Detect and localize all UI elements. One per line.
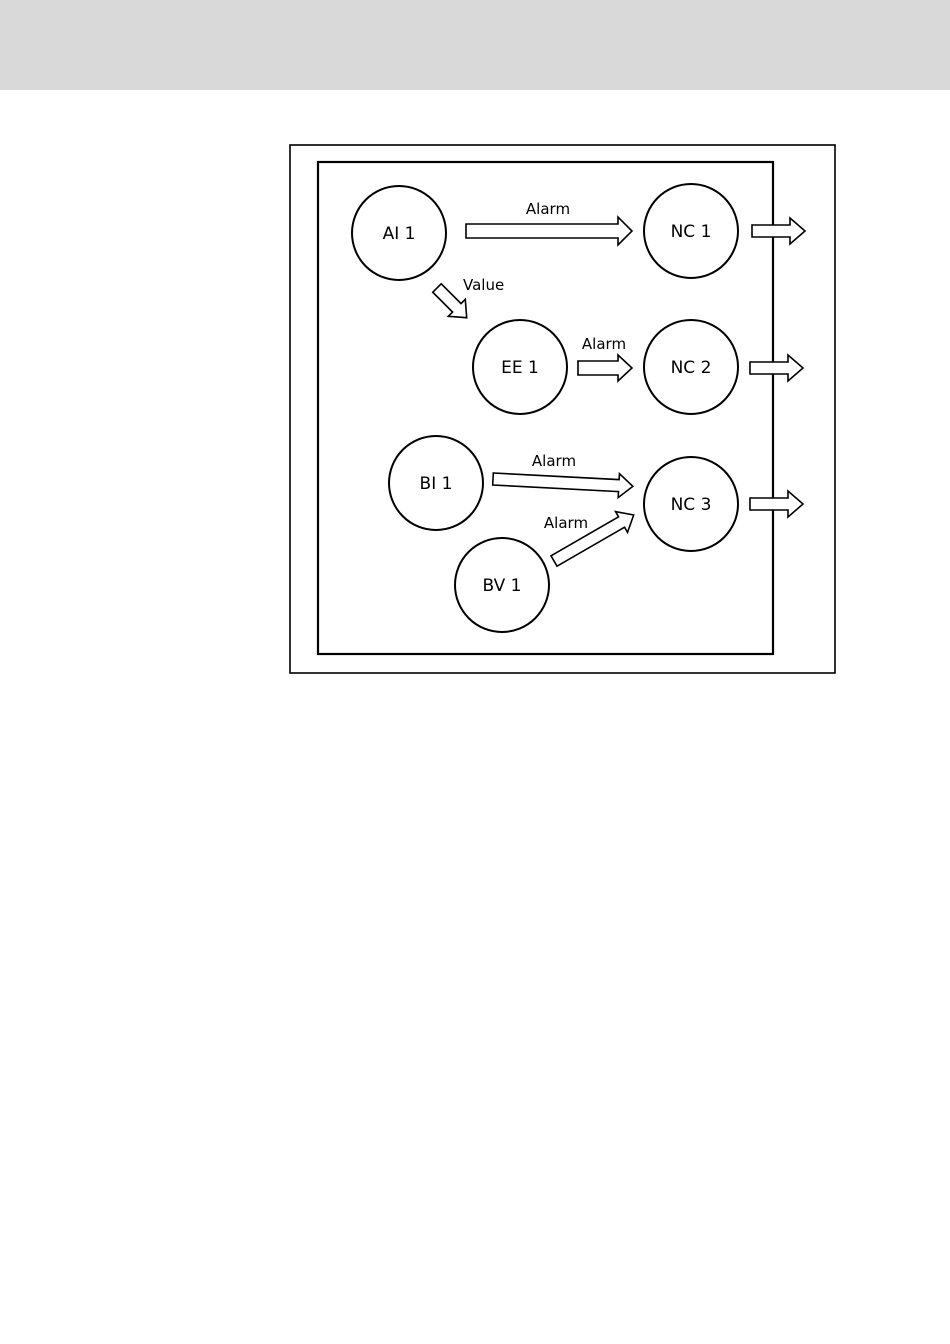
node-nc2-label: NC 2 xyxy=(671,358,712,378)
arrow-bi1-nc3 xyxy=(492,467,633,498)
node-ee1-label: EE 1 xyxy=(501,358,539,378)
node-nc3: NC 3 xyxy=(644,457,738,551)
node-nc1-label: NC 1 xyxy=(671,222,712,242)
arrow-label-ee1-nc2: Alarm xyxy=(582,335,626,353)
node-ee1: EE 1 xyxy=(473,320,567,414)
node-bv1: BV 1 xyxy=(455,538,549,632)
arrow-label-bv1-nc3: Alarm xyxy=(544,514,588,532)
arrow-label-ai1-nc1: Alarm xyxy=(526,200,570,218)
node-nc1: NC 1 xyxy=(644,184,738,278)
node-bv1-label: BV 1 xyxy=(483,576,522,596)
node-nc3-label: NC 3 xyxy=(671,495,712,515)
arrow-nc1-out xyxy=(752,218,805,244)
arrow-label-bi1-nc3: Alarm xyxy=(532,452,576,470)
node-bi1-label: BI 1 xyxy=(420,474,453,494)
node-ai1: AI 1 xyxy=(352,186,446,280)
arrow-ai1-nc1 xyxy=(466,217,632,245)
node-ai1-label: AI 1 xyxy=(383,224,416,244)
arrow-ee1-nc2 xyxy=(578,355,632,381)
arrow-nc2-out xyxy=(750,355,803,381)
arrow-nc3-out xyxy=(750,491,803,517)
node-bi1: BI 1 xyxy=(389,436,483,530)
arrow-label-ai1-ee1: Value xyxy=(463,276,504,294)
node-nc2: NC 2 xyxy=(644,320,738,414)
